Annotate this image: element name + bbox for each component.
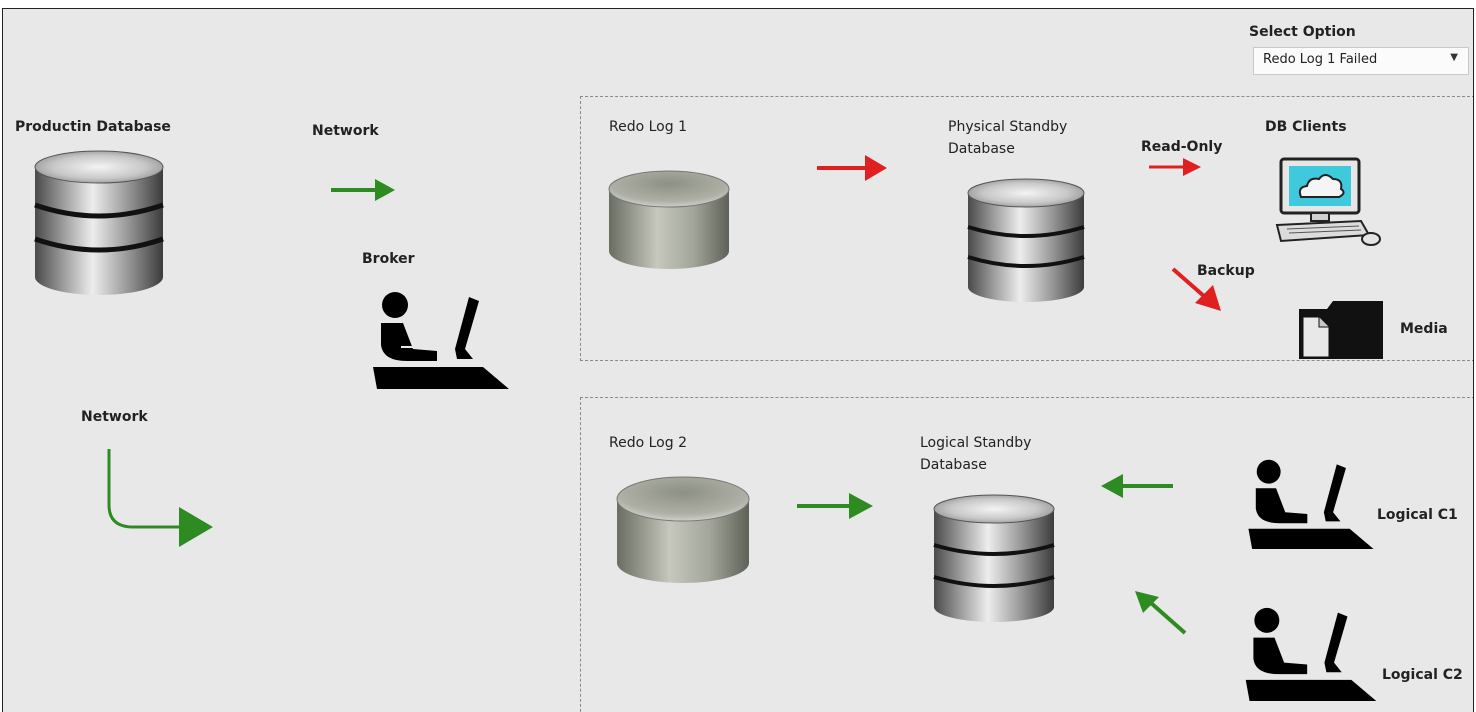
logical-c1-operator-icon: [1248, 459, 1374, 549]
logical-standby-database-icon: [933, 494, 1055, 622]
db-client-computer-icon: [1275, 157, 1381, 246]
production-database-icon: [34, 150, 164, 295]
physical-standby-panel: [580, 96, 1473, 361]
logical-c2-arrow-icon: [1135, 591, 1187, 635]
redo-log-2-arrow-icon: [797, 493, 873, 519]
backup-arrow-icon: [1171, 267, 1221, 311]
network-bottom-label: Network: [81, 409, 148, 425]
redo-log-1-disk-icon: [608, 170, 730, 269]
broker-label: Broker: [362, 251, 415, 267]
logical-c2-label: Logical C2: [1382, 667, 1463, 683]
db-clients-label: DB Clients: [1265, 119, 1347, 135]
physical-standby-database-icon: [967, 178, 1085, 302]
option-select[interactable]: Redo Log 1 Failed ▼: [1253, 47, 1469, 75]
option-select-value: Redo Log 1 Failed: [1263, 52, 1378, 67]
broker-operator-icon: [373, 292, 509, 389]
media-folder-icon: [1299, 301, 1383, 359]
redo-log-1-label: Redo Log 1: [609, 119, 687, 135]
read-only-label: Read-Only: [1141, 139, 1223, 155]
network-arrow-right-icon: [331, 179, 395, 201]
media-label: Media: [1400, 321, 1448, 337]
logical-c1-arrow-icon: [1101, 474, 1173, 498]
logical-c2-operator-icon: [1245, 607, 1377, 701]
physical-standby-label-1: Physical Standby: [948, 119, 1068, 135]
chevron-down-icon[interactable]: ▼: [1450, 52, 1458, 63]
backup-label: Backup: [1197, 263, 1255, 279]
physical-standby-label-2: Database: [948, 141, 1015, 157]
redo-log-2-disk-icon: [616, 476, 750, 583]
diagram-canvas: Select Option Redo Log 1 Failed ▼ Produc…: [2, 8, 1474, 712]
production-database-label: Productin Database: [15, 119, 171, 135]
network-top-label: Network: [312, 123, 379, 139]
logical-c1-label: Logical C1: [1377, 507, 1458, 523]
network-arrow-corner-icon: [107, 449, 213, 547]
redo-log-2-label: Redo Log 2: [609, 435, 687, 451]
select-option-label: Select Option: [1249, 24, 1356, 40]
read-only-arrow-icon: [1149, 158, 1201, 176]
redo-log-1-failed-arrow-icon: [817, 155, 887, 181]
logical-standby-label-2: Database: [920, 457, 987, 473]
logical-standby-panel: [580, 397, 1473, 712]
logical-standby-label-1: Logical Standby: [920, 435, 1032, 451]
